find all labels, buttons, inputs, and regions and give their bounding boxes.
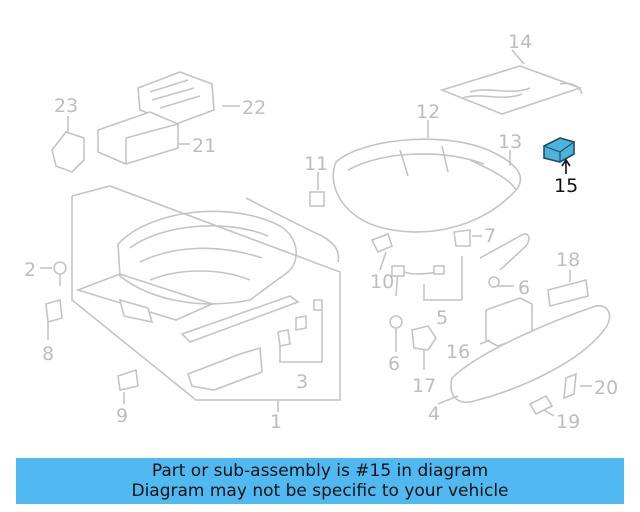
label-part-22: 22 [242,97,266,119]
parts-diagram: 1 2 3 4 5 6 6 7 8 9 10 11 12 13 14 15 16… [24,31,618,433]
label-part-2: 2 [24,259,36,281]
switch-18-art [547,278,589,308]
info-banner: Part or sub-assembly is #15 in diagram D… [16,458,624,504]
label-part-17: 17 [412,375,436,397]
part-labels: 1 2 3 4 5 6 6 7 8 9 10 11 12 13 14 15 16… [24,31,618,433]
label-part-23: 23 [54,95,78,117]
label-part-6a: 6 [388,353,400,375]
leader-lines [40,49,592,417]
label-part-15: 15 [554,175,578,197]
heater-mat-art [439,65,583,115]
banner-line-2: Diagram may not be specific to your vehi… [131,481,509,501]
fasteners-art [45,191,530,391]
seat-cushion-art [332,138,522,233]
seat-frame-art [75,197,340,391]
seat-frame-outline [71,185,341,412]
label-part-12: 12 [416,101,440,123]
label-part-20: 20 [594,377,618,399]
label-part-5: 5 [436,307,448,329]
highlighted-part-15 [543,137,575,174]
bracket-art [51,131,85,173]
knob-19-art [528,394,554,416]
label-part-9: 9 [116,405,128,427]
label-part-16: 16 [446,341,470,363]
label-part-21: 21 [192,135,216,157]
knob-20-art [563,372,577,400]
label-part-1: 1 [270,411,282,433]
label-part-8: 8 [42,343,54,365]
label-part-18: 18 [556,249,580,271]
control-module-art [97,71,215,165]
side-cover-art [450,305,611,403]
label-part-14: 14 [508,31,532,53]
label-part-19: 19 [556,411,580,433]
lumbar-pump-art [411,325,437,351]
wiring-harness-art [391,256,463,300]
label-part-13: 13 [498,131,522,153]
label-part-11: 11 [304,153,328,175]
label-part-4: 4 [428,403,440,425]
label-part-10: 10 [370,271,394,293]
label-part-6b: 6 [518,277,530,299]
label-part-7: 7 [484,225,496,247]
banner-line-1: Part or sub-assembly is #15 in diagram [151,461,489,481]
label-part-3: 3 [296,371,308,393]
